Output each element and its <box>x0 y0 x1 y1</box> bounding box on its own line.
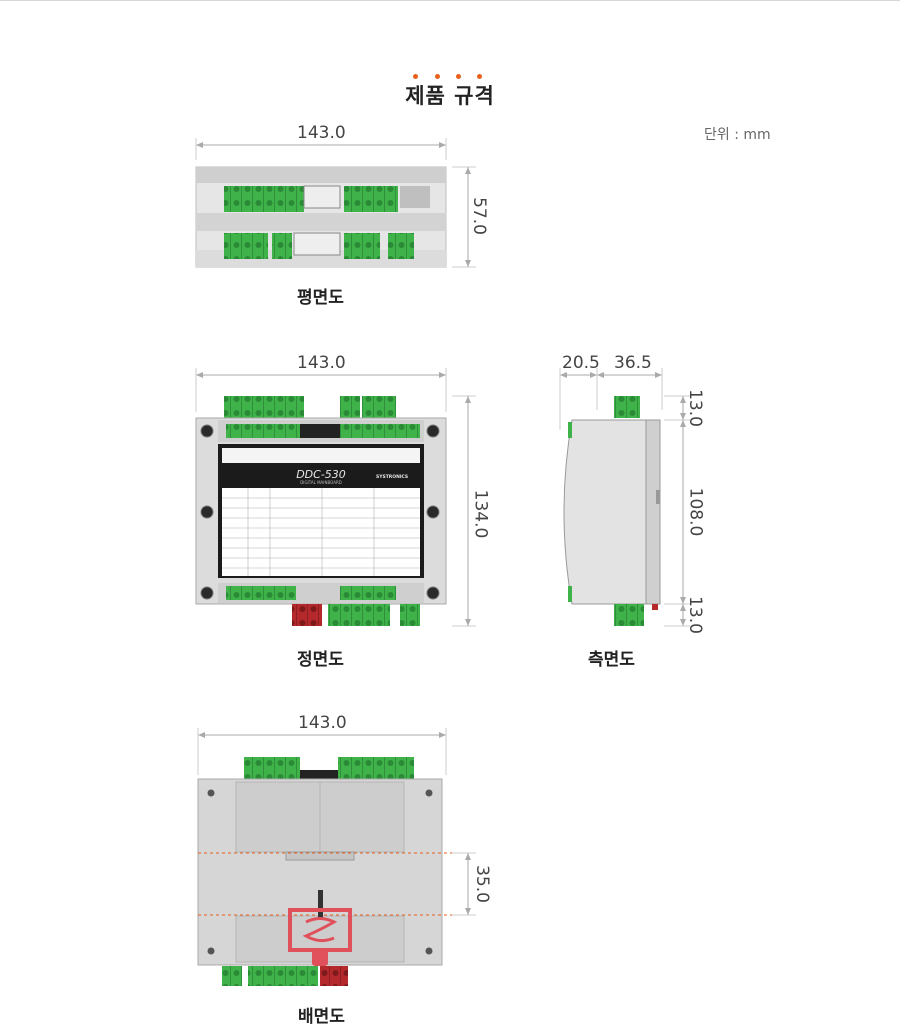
mount-hole-icon <box>207 789 215 797</box>
title-dot <box>413 74 418 79</box>
front-width-label: 143.0 <box>297 353 346 373</box>
side-depth-a-label: 20.5 <box>562 353 600 373</box>
side-body <box>563 419 651 605</box>
back-view <box>197 728 476 986</box>
screw-icon <box>200 505 214 519</box>
side-top-margin-label: 13.0 <box>684 389 705 427</box>
mount-hole-icon <box>425 947 433 955</box>
side-bottom-terminal <box>614 604 644 626</box>
title-dots <box>0 74 900 80</box>
mount-hole-icon <box>207 947 215 955</box>
page-title: 제품 규격 <box>405 84 495 108</box>
top-terminal-block <box>344 233 380 259</box>
top-terminal-block <box>344 186 398 212</box>
back-width-label: 143.0 <box>298 713 347 733</box>
din-clip-tab <box>312 950 328 966</box>
top-terminal-block <box>224 233 268 259</box>
front-height-label: 134.0 <box>470 489 491 539</box>
mount-hole-icon <box>425 789 433 797</box>
device-subtitle: DIGITAL MAINBOARD <box>300 480 342 485</box>
side-body-label: 108.0 <box>685 487 706 537</box>
back-rail-label: 35.0 <box>471 865 492 903</box>
title-dot <box>456 74 461 79</box>
device-brand: SYSTRONICS <box>376 475 409 480</box>
top-terminal-block <box>224 186 304 212</box>
title-dot <box>477 74 482 79</box>
top-view-caption: 평면도 <box>297 288 344 308</box>
screw-icon <box>426 586 440 600</box>
front-red-terminal <box>292 604 322 626</box>
screw-icon <box>200 586 214 600</box>
back-bottom-terminal <box>248 966 318 986</box>
side-view <box>559 368 690 627</box>
device-model: DDC-530 <box>296 468 346 481</box>
side-bottom-margin-label: 13.0 <box>684 596 705 634</box>
title-dot <box>435 74 440 79</box>
back-top-terminal <box>244 757 300 779</box>
screw-icon <box>426 424 440 438</box>
top-view <box>195 138 476 268</box>
back-view-caption: 배면도 <box>298 1007 345 1027</box>
top-width-label: 143.0 <box>297 123 346 143</box>
front-top-terminal <box>362 396 396 418</box>
front-top-terminal <box>224 396 304 418</box>
screw-icon <box>200 424 214 438</box>
front-bottom-terminal <box>328 604 390 626</box>
screw-icon <box>426 505 440 519</box>
back-top-terminal <box>338 757 414 779</box>
side-top-terminal <box>614 396 640 418</box>
top-height-label: 57.0 <box>468 197 489 235</box>
unit-label: 단위 : mm <box>704 127 771 143</box>
front-view <box>195 368 476 627</box>
top-divider <box>0 0 900 1</box>
side-view-caption: 측면도 <box>588 650 635 670</box>
side-depth-b-label: 36.5 <box>614 353 652 373</box>
front-view-caption: 정면도 <box>297 650 344 670</box>
back-red-terminal <box>320 966 348 986</box>
